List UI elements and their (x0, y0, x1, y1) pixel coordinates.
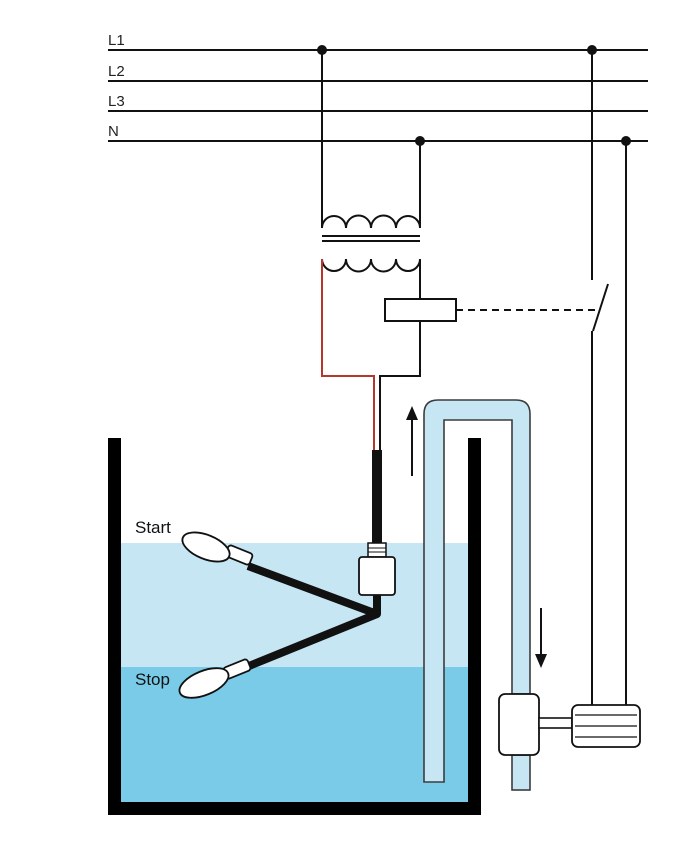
tank-left-wall (108, 438, 121, 815)
motor-supply-lines (591, 50, 627, 706)
stop-float-label: Stop (135, 670, 170, 689)
stop-float (178, 658, 252, 699)
tank-right-wall (468, 438, 481, 815)
transformer-primary-coil (321, 214, 421, 229)
bus-label-l2: L2 (108, 63, 125, 80)
pump-motor (571, 704, 641, 748)
pump-housing (498, 693, 540, 756)
bus-label-n: N (108, 123, 119, 140)
junction-dots (317, 45, 631, 146)
water-lower-layer (121, 667, 468, 802)
pipe-below-pump (511, 754, 531, 791)
bus-label-l3: L3 (108, 93, 125, 110)
flow-down-arrow-head (535, 654, 547, 668)
start-float-body (181, 531, 231, 563)
flow-up-arrow (406, 406, 418, 476)
tank-bottom (108, 802, 481, 815)
transformer-secondary-coil (321, 258, 421, 273)
pump-motor-shaft (538, 717, 573, 729)
start-float (181, 531, 254, 566)
bus-label-l1: L1 (108, 32, 125, 49)
float-cable-vertical (372, 450, 382, 544)
float-junction-housing (358, 556, 396, 596)
flow-down-arrow (535, 608, 547, 668)
stop-float-body (178, 667, 230, 699)
control-wire-black (379, 259, 421, 452)
start-float-label: Start (135, 518, 171, 537)
flow-up-arrow-head (406, 406, 418, 420)
control-wire-red (321, 259, 375, 452)
transformer (321, 50, 421, 273)
relay-coil (384, 298, 457, 322)
power-buses (108, 49, 648, 142)
tank (108, 438, 481, 815)
cable-to-stop-float (242, 610, 379, 672)
cable-gland (367, 542, 387, 558)
contactor-switch-blade (592, 283, 609, 332)
